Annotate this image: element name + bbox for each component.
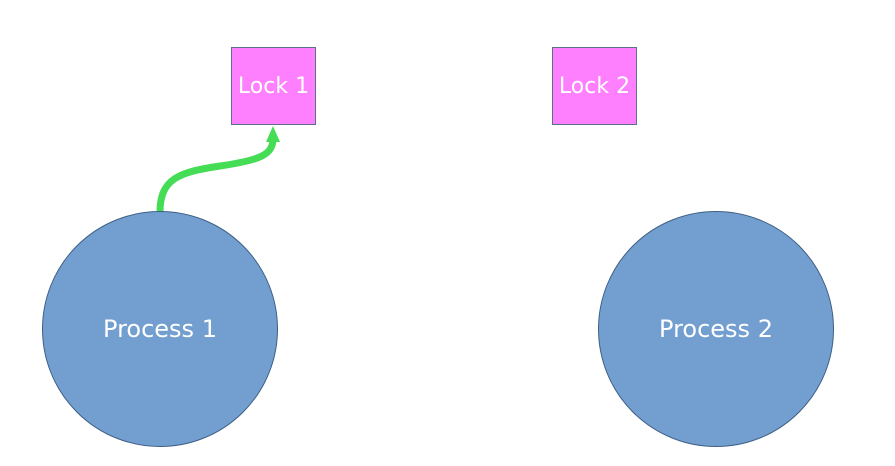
process-1-node: Process 1 <box>42 211 278 447</box>
process-2-node: Process 2 <box>598 211 834 447</box>
lock-1-box: Lock 1 <box>231 47 316 125</box>
lock-1-label: Lock 1 <box>237 73 310 99</box>
lock-2-label: Lock 2 <box>558 73 631 99</box>
request-arrowhead <box>266 126 280 142</box>
lock-2-box: Lock 2 <box>552 47 637 125</box>
process-1-label: Process 1 <box>103 315 217 343</box>
request-arrow-line <box>156 136 277 216</box>
process-2-label: Process 2 <box>659 315 773 343</box>
